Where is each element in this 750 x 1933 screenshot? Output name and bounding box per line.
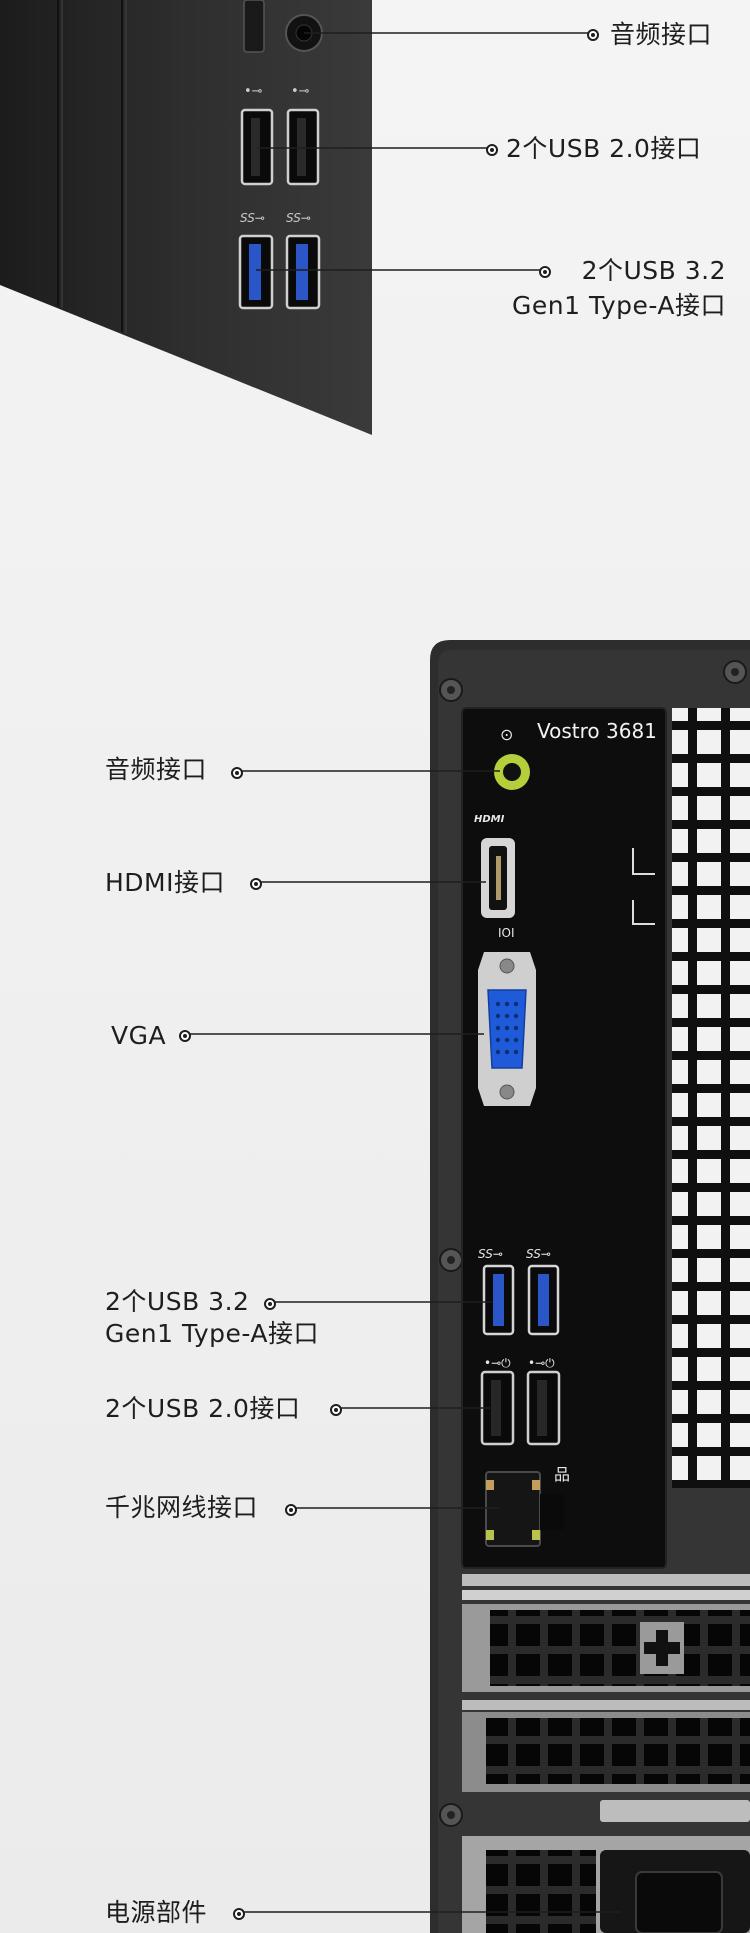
rear-vga-label: VGA bbox=[111, 1019, 166, 1052]
rear-power-label: 电源部件 bbox=[105, 1896, 207, 1929]
top-usb32-line2: Gen1 Type-A接口 bbox=[512, 288, 726, 323]
top-audio-label: 音频接口 bbox=[610, 18, 712, 51]
svg-text:•⊸⏻: •⊸⏻ bbox=[528, 1356, 555, 1370]
svg-text:•⊸⏻: •⊸⏻ bbox=[484, 1356, 511, 1370]
rear-audio-marker bbox=[231, 767, 243, 779]
rear-usb20-marker bbox=[330, 1404, 342, 1416]
top-usb32-label: 2个USB 3.2 Gen1 Type-A接口 bbox=[512, 253, 726, 323]
ss-marking: SS⊸ bbox=[240, 211, 265, 225]
rear-hdmi-label: HDMI接口 bbox=[105, 866, 225, 899]
rear-usb20-label: 2个USB 2.0接口 bbox=[105, 1392, 300, 1425]
svg-text:品: 品 bbox=[554, 1465, 570, 1484]
rear-chassis: ⊙ SS⊸ SS⊸ •⊸⏻ •⊸⏻ bbox=[430, 640, 750, 1933]
rear-usb32-line2: Gen1 Type-A接口 bbox=[105, 1318, 319, 1350]
svg-text:•⊸: •⊸ bbox=[291, 84, 310, 99]
top-usb32-line1: 2个USB 3.2 bbox=[512, 253, 726, 288]
rear-usb32-marker bbox=[264, 1298, 276, 1310]
rear-power-marker bbox=[233, 1908, 245, 1920]
rear-lan-marker bbox=[285, 1504, 297, 1516]
rear-lan-label: 千兆网线接口 bbox=[105, 1491, 258, 1524]
rear-usb32-label: 2个USB 3.2 Gen1 Type-A接口 bbox=[105, 1286, 319, 1350]
svg-text:⊙: ⊙ bbox=[500, 725, 513, 744]
svg-text:SS⊸: SS⊸ bbox=[478, 1247, 503, 1261]
top-usb20-marker bbox=[486, 144, 498, 156]
top-audio-marker bbox=[587, 29, 599, 41]
svg-text:SS⊸: SS⊸ bbox=[286, 211, 311, 225]
rear-hdmi-marker bbox=[250, 878, 262, 890]
svg-text:•⊸: •⊸ bbox=[244, 84, 263, 99]
rear-usb32-line1: 2个USB 3.2 bbox=[105, 1286, 319, 1318]
vga-marking: IOI bbox=[498, 926, 515, 940]
top-usb20-label: 2个USB 2.0接口 bbox=[506, 132, 701, 165]
rear-audio-label: 音频接口 bbox=[105, 753, 207, 786]
hdmi-marking: HDMI bbox=[474, 814, 504, 825]
model-name: Vostro 3681 bbox=[537, 719, 657, 743]
rear-vga-marker bbox=[179, 1030, 191, 1042]
svg-text:SS⊸: SS⊸ bbox=[526, 1247, 551, 1261]
